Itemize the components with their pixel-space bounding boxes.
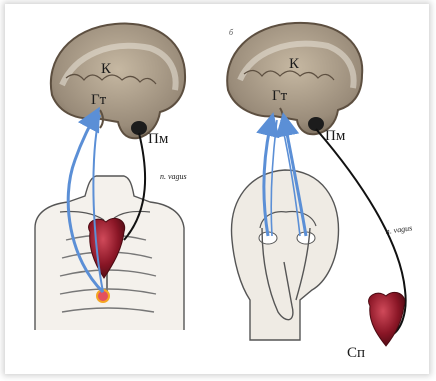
nerve-label-a: n. vagus: [160, 172, 187, 181]
panel-b-letter: б: [229, 28, 234, 37]
panel-a: К Гт Пм n. vagus: [35, 24, 187, 330]
medulla-b-node: [308, 117, 324, 131]
cortex-label-b: К: [289, 56, 300, 72]
head-with-hand: [232, 170, 339, 340]
hypothalamus-label-a: Гт: [91, 92, 107, 108]
nerve-label-b: n. vagus: [385, 223, 413, 236]
medulla-label-a: Пм: [148, 131, 169, 147]
panel-b: б К Гт Пм n. vagus Сп: [227, 23, 412, 361]
brain-b: [227, 23, 362, 134]
heart-b: [369, 292, 405, 346]
medulla-a-node: [131, 121, 147, 135]
medulla-label-b: Пм: [325, 128, 346, 144]
cortex-label-a: К: [101, 61, 112, 77]
hypothalamus-label-b: Гт: [272, 88, 288, 104]
heart-label-b: Сп: [347, 345, 365, 361]
brain-a: [51, 24, 185, 139]
